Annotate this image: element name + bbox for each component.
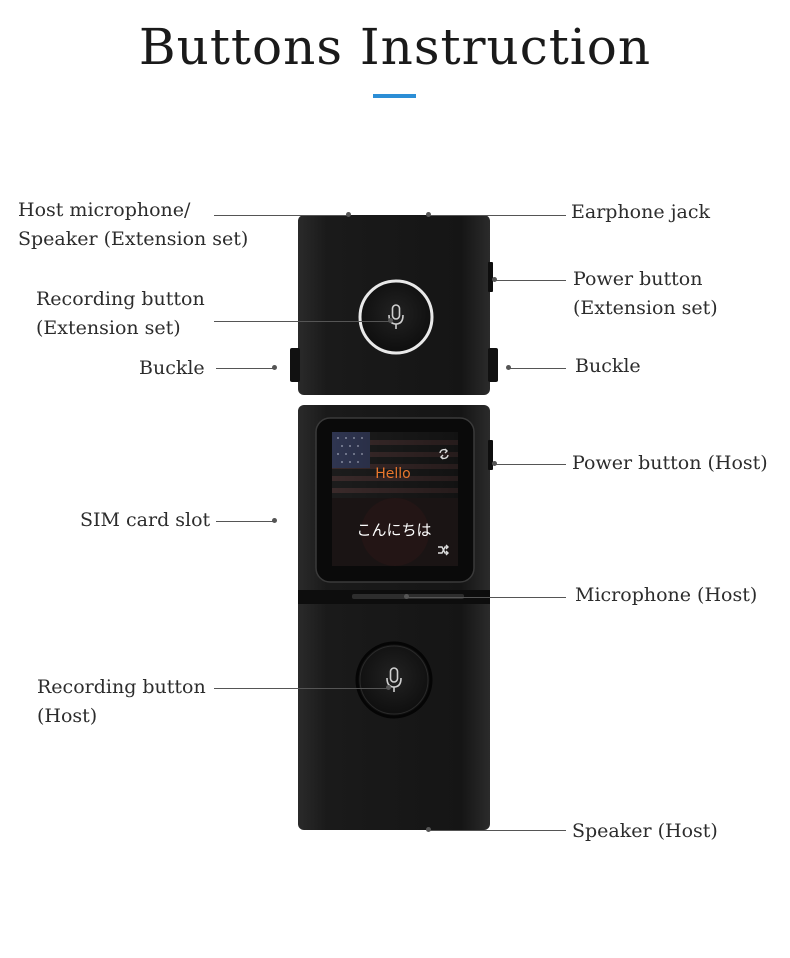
recording-button-host	[355, 641, 433, 719]
title-underline	[373, 94, 416, 98]
marker-microphone-host	[404, 594, 409, 599]
marker-speaker-host	[426, 827, 431, 832]
marker-earphone-jack	[426, 212, 431, 217]
refresh-icon	[439, 448, 449, 460]
marker-recording-button-host	[386, 685, 391, 690]
recording-button-extension	[358, 279, 434, 355]
leader-power-button-host	[494, 464, 566, 465]
label-buckle-left: Buckle	[139, 357, 205, 379]
leader-host-microphone	[214, 215, 348, 216]
screen-greeting: Hello	[375, 466, 411, 482]
extension-module	[290, 215, 498, 395]
label-microphone-host: Microphone (Host)	[575, 584, 758, 606]
screen-translation: こんにちは	[356, 521, 431, 539]
label-recording-button-ext: Recording button (Extension set)	[36, 288, 205, 339]
marker-recording-button-ext	[388, 318, 393, 323]
label-recording-button-host: Recording button (Host)	[37, 676, 206, 727]
microphone-icon	[386, 667, 402, 692]
leader-buckle-left	[216, 368, 274, 369]
label-power-button-host: Power button (Host)	[572, 452, 768, 474]
marker-power-button-ext	[492, 277, 497, 282]
marker-power-button-host	[492, 461, 497, 466]
host-module: Hello こんにちは	[298, 405, 493, 830]
leader-power-button-ext	[494, 280, 566, 281]
marker-host-microphone	[346, 212, 351, 217]
label-power-button-ext: Power button (Extension set)	[573, 268, 718, 319]
leader-speaker-host	[428, 830, 566, 831]
label-earphone-jack: Earphone jack	[571, 201, 711, 223]
leader-earphone-jack	[428, 215, 566, 216]
label-buckle-right: Buckle	[575, 355, 641, 377]
marker-buckle-right	[506, 365, 511, 370]
leader-recording-button-host	[214, 688, 388, 689]
us-flag-icon	[332, 432, 458, 498]
label-speaker-host: Speaker (Host)	[572, 820, 718, 842]
page-title: Buttons Instruction	[138, 18, 652, 76]
shuffle-icon	[438, 544, 449, 556]
leader-recording-button-ext	[214, 321, 390, 322]
leader-microphone-host	[406, 597, 566, 598]
leader-buckle-right	[508, 368, 566, 369]
marker-buckle-left	[272, 365, 277, 370]
marker-sim-card-slot	[272, 518, 277, 523]
leader-sim-card-slot	[216, 521, 274, 522]
label-sim-card-slot: SIM card slot	[80, 509, 211, 531]
label-host-microphone: Host microphone/ Speaker (Extension set)	[18, 199, 249, 250]
